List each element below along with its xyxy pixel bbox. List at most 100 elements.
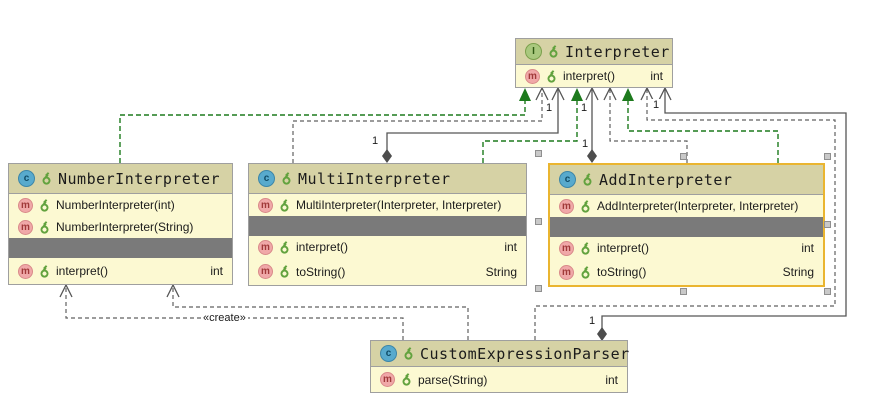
selection-handle[interactable]: [680, 288, 687, 295]
member-row[interactable]: m MultiInterpreter(Interpreter, Interpre…: [249, 194, 526, 216]
selection-handle[interactable]: [535, 218, 542, 225]
method-icon: m: [258, 239, 273, 255]
method-icon: m: [258, 264, 273, 279]
edge-dependency-parser-numberinterpreter[interactable]: [166, 283, 469, 340]
member-label: interpret(): [296, 240, 349, 254]
member-separator: [249, 216, 526, 236]
class-name: MultiInterpreter: [298, 169, 451, 188]
multiplicity-label: 1: [587, 315, 598, 327]
edge-composition-multiinterpreter[interactable]: [382, 86, 565, 163]
member-row[interactable]: m interpret() int: [516, 65, 672, 87]
class-header-custom-expression-parser[interactable]: c CustomExpressionParser: [371, 341, 629, 367]
edge-dependency-multiinterpreter[interactable]: [292, 86, 549, 163]
class-box-number-interpreter[interactable]: c NumberInterpreter m NumberInterpreter(…: [8, 163, 233, 285]
method-icon: m: [18, 197, 33, 213]
class-header-multi-interpreter[interactable]: c MultiInterpreter: [249, 164, 526, 194]
multiplicity-label: 1: [580, 138, 591, 150]
member-row[interactable]: m toString() String: [550, 259, 823, 285]
class-box-add-interpreter[interactable]: c AddInterpreter m AddInterpreter(Interp…: [548, 163, 825, 287]
selection-handle[interactable]: [535, 285, 542, 292]
member-return-type: int: [210, 264, 223, 278]
class-name: AddInterpreter: [599, 170, 733, 189]
member-return-type: int: [801, 241, 814, 255]
multiplicity-label: 1: [579, 102, 590, 114]
class-box-interpreter[interactable]: I Interpreter m interpret() int: [515, 38, 673, 88]
member-separator: [550, 217, 823, 237]
class-icon: c: [380, 345, 397, 362]
member-row[interactable]: m NumberInterpreter(String): [9, 216, 232, 238]
method-icon: m: [559, 264, 574, 280]
key-icon: [578, 264, 594, 280]
method-icon: m: [559, 240, 574, 256]
member-label: NumberInterpreter(int): [56, 198, 175, 212]
member-row[interactable]: m AddInterpreter(Interpreter, Interprete…: [550, 195, 823, 217]
edge-dependency-addinterpreter[interactable]: [603, 86, 688, 163]
method-icon: m: [525, 68, 540, 84]
edge-realization-addinterpreter[interactable]: [622, 88, 779, 163]
member-label: AddInterpreter(Interpreter, Interpreter): [597, 199, 799, 213]
member-label: interpret(): [563, 69, 616, 83]
selection-handle[interactable]: [824, 153, 831, 160]
member-return-type: int: [650, 69, 663, 83]
key-icon: [578, 240, 594, 256]
key-icon: [544, 68, 560, 84]
member-label: toString(): [597, 265, 647, 279]
member-return-type: int: [504, 240, 517, 254]
class-box-multi-interpreter[interactable]: c MultiInterpreter m MultiInterpreter(In…: [248, 163, 527, 286]
selection-handle[interactable]: [824, 221, 831, 228]
class-name: NumberInterpreter: [58, 169, 221, 188]
selection-handle[interactable]: [824, 288, 831, 295]
key-icon: [580, 172, 596, 188]
member-label: toString(): [296, 264, 346, 279]
member-separator: [9, 238, 232, 258]
multiplicity-label: 1: [651, 99, 662, 111]
edge-composition-parser[interactable]: [597, 86, 847, 341]
member-row[interactable]: m interpret() int: [9, 258, 232, 284]
interface-icon: I: [525, 43, 542, 60]
class-header-interpreter[interactable]: I Interpreter: [516, 39, 672, 65]
edge-dependency-parser-interpreter[interactable]: [534, 86, 836, 340]
key-icon: [277, 239, 293, 255]
key-icon: [37, 219, 53, 235]
key-icon: [39, 171, 55, 187]
class-box-custom-expression-parser[interactable]: c CustomExpressionParser m parse(String)…: [370, 340, 629, 393]
method-icon: m: [380, 372, 395, 387]
member-label: interpret(): [597, 241, 650, 255]
method-icon: m: [18, 219, 33, 235]
member-row[interactable]: m interpret() int: [249, 236, 526, 258]
selection-handle[interactable]: [535, 150, 542, 157]
method-icon: m: [559, 198, 574, 214]
member-return-type: String: [485, 264, 517, 279]
member-row[interactable]: m NumberInterpreter(int): [9, 194, 232, 216]
key-icon: [279, 171, 295, 187]
key-icon: [399, 372, 415, 388]
key-icon: [277, 197, 293, 213]
multiplicity-label: 1: [544, 102, 555, 114]
class-icon: c: [559, 171, 576, 188]
member-row[interactable]: m toString() String: [249, 258, 526, 285]
member-label: parse(String): [418, 372, 488, 387]
key-icon: [546, 44, 562, 60]
member-label: interpret(): [56, 264, 109, 278]
key-icon: [37, 197, 53, 213]
member-row[interactable]: m interpret() int: [550, 237, 823, 259]
edge-realization-numberinterpreter[interactable]: [119, 88, 531, 163]
method-icon: m: [258, 197, 273, 213]
member-label: NumberInterpreter(String): [56, 220, 194, 234]
class-icon: c: [18, 170, 35, 187]
class-header-number-interpreter[interactable]: c NumberInterpreter: [9, 164, 232, 194]
method-icon: m: [18, 263, 33, 279]
key-icon: [578, 198, 594, 214]
member-row[interactable]: m parse(String) int: [371, 367, 627, 392]
selection-handle[interactable]: [680, 153, 687, 160]
edge-realization-multiinterpreter[interactable]: [482, 88, 583, 163]
member-return-type: String: [782, 265, 814, 279]
member-return-type: int: [605, 372, 618, 387]
key-icon: [401, 346, 417, 362]
class-header-add-interpreter[interactable]: c AddInterpreter: [550, 165, 823, 195]
multiplicity-label: 1: [370, 135, 381, 147]
edge-composition-addinterpreter[interactable]: [585, 86, 599, 163]
key-icon: [277, 264, 293, 280]
